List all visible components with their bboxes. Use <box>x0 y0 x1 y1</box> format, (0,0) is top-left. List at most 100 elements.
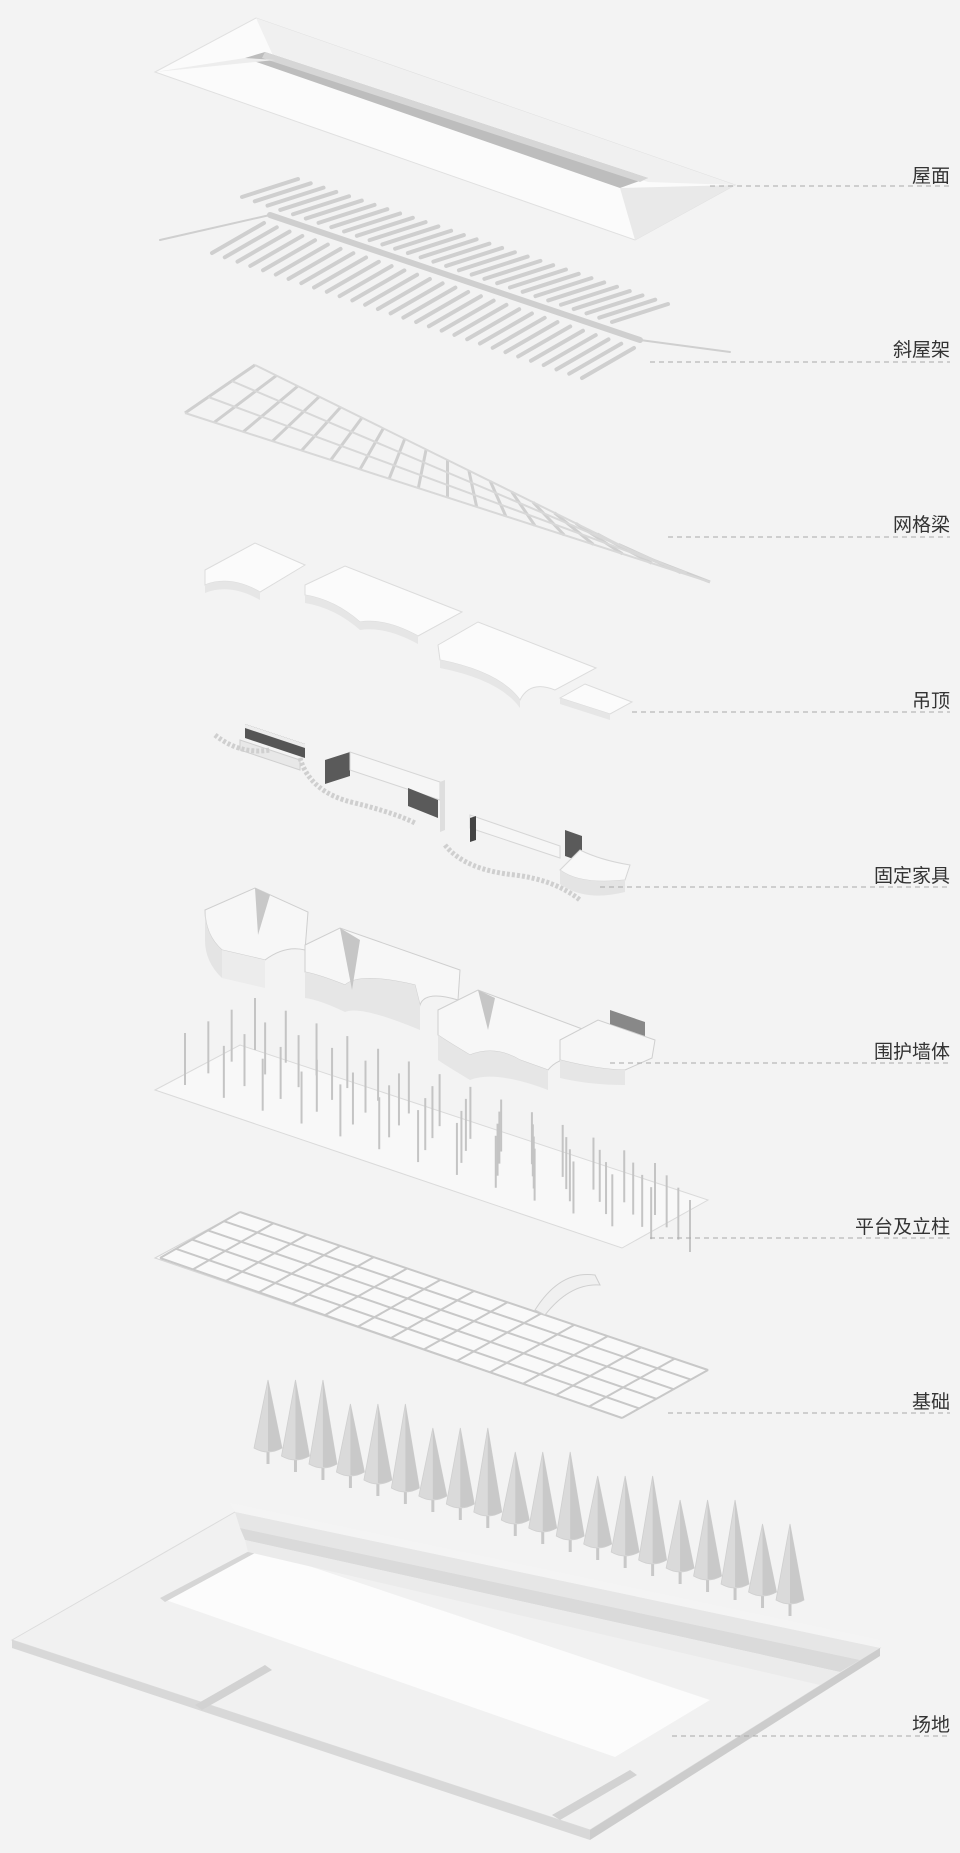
rafter-lower <box>554 337 611 372</box>
footing-beam <box>191 1238 657 1400</box>
tree-icon <box>363 1403 393 1496</box>
footing-beam <box>489 1323 575 1374</box>
cross-beam <box>213 374 278 424</box>
rafter-upper <box>597 297 658 320</box>
rafter-upper <box>469 254 530 277</box>
rafter-lower <box>401 285 458 320</box>
rafter-upper <box>418 237 479 260</box>
rafter-lower <box>324 259 381 294</box>
rafter-upper <box>520 271 581 294</box>
svg-text:吊顶: 吊顶 <box>912 690 950 712</box>
cross-beam <box>184 363 256 415</box>
tree-icon <box>390 1403 420 1504</box>
rafter-upper <box>431 241 492 264</box>
cross-beam <box>553 511 595 546</box>
footing-beam <box>588 1357 676 1408</box>
rafter-upper <box>558 284 619 307</box>
rafter-lower <box>439 298 496 333</box>
tree-icon <box>281 1379 310 1472</box>
rafter-upper <box>240 177 300 199</box>
svg-text:网格梁: 网格梁 <box>893 514 950 536</box>
rafter-upper <box>405 233 466 256</box>
layer-label-grid-beam: 网格梁 <box>668 514 950 538</box>
rafter-lower <box>567 341 624 376</box>
rafter-lower <box>312 255 369 290</box>
footing-beam <box>225 1233 308 1282</box>
footing-beam <box>390 1290 475 1339</box>
rafter-lower <box>541 333 598 368</box>
tie-rod <box>639 339 731 353</box>
ceiling-icon <box>204 542 634 720</box>
rafter-lower <box>452 302 509 337</box>
svg-text:平台及立柱: 平台及立柱 <box>855 1216 950 1238</box>
long-beam <box>231 380 664 565</box>
tree-icon <box>335 1403 365 1488</box>
foundation-icon <box>153 1211 710 1419</box>
rafter-upper <box>316 202 377 225</box>
layer-label-foundation: 基础 <box>668 1391 950 1414</box>
tree-icon <box>583 1475 613 1560</box>
tree-icon <box>555 1451 585 1552</box>
rafter-upper <box>533 276 594 299</box>
svg-text:固定家具: 固定家具 <box>874 865 950 887</box>
layer-label-sloped-truss: 斜屋架 <box>650 339 950 363</box>
svg-text:围护墙体: 围护墙体 <box>874 1041 950 1063</box>
tree-icon <box>748 1523 777 1608</box>
enclosure-wall-icon <box>204 887 656 1090</box>
rafter-upper <box>278 189 339 212</box>
furniture-icon <box>213 724 631 902</box>
cross-beam <box>387 438 407 480</box>
long-beam <box>207 396 688 574</box>
footing-beam <box>192 1222 274 1271</box>
rafter-upper <box>265 185 326 208</box>
site-icon <box>10 1379 882 1840</box>
rafter-lower <box>465 307 522 342</box>
footing-beam <box>291 1256 375 1305</box>
rafter-upper <box>252 181 313 204</box>
rafter-lower <box>350 268 407 303</box>
footing-beam <box>456 1312 542 1362</box>
svg-text:斜屋架: 斜屋架 <box>893 339 950 361</box>
rafter-lower <box>222 225 279 260</box>
svg-text:场地: 场地 <box>912 1714 950 1736</box>
tree-icon <box>610 1475 640 1568</box>
cross-beam <box>271 395 321 443</box>
rafter-upper <box>482 258 543 281</box>
rafter-lower <box>414 289 471 324</box>
platform-columns-icon <box>153 998 710 1252</box>
rafter-lower <box>337 264 394 299</box>
footing-beam <box>223 1220 692 1381</box>
cross-beam <box>510 490 537 527</box>
rafter-lower <box>210 221 266 255</box>
cross-beam <box>300 406 342 452</box>
rafter-upper <box>354 215 415 238</box>
footing-beam <box>207 1229 674 1391</box>
rafter-upper <box>610 302 670 324</box>
rafter-lower <box>477 311 534 346</box>
rafter-lower <box>490 315 547 350</box>
cross-beam <box>467 470 479 508</box>
layer-label-platform-columns: 平台及立柱 <box>650 1216 950 1239</box>
footing-beam <box>621 1369 709 1419</box>
tree-icon <box>500 1451 530 1536</box>
rafter-upper <box>329 207 390 230</box>
tie-rod <box>159 214 271 241</box>
roof-icon <box>153 17 737 241</box>
rafter-lower <box>503 320 560 355</box>
footing-beam <box>159 1257 623 1419</box>
rafter-upper <box>584 293 645 316</box>
tree-icon <box>473 1427 503 1528</box>
cross-beam <box>242 384 299 433</box>
rafter-upper <box>456 250 517 273</box>
rafter-lower <box>426 294 483 329</box>
rafter-lower <box>388 281 445 316</box>
sloped-truss-icon <box>159 177 731 380</box>
tree-icon <box>528 1451 558 1544</box>
cross-beam <box>358 427 385 471</box>
rafter-lower <box>286 246 343 281</box>
rafter-lower <box>363 272 420 307</box>
footing-beam <box>555 1346 642 1397</box>
rafter-lower <box>235 229 292 264</box>
rafter-lower <box>299 251 356 286</box>
